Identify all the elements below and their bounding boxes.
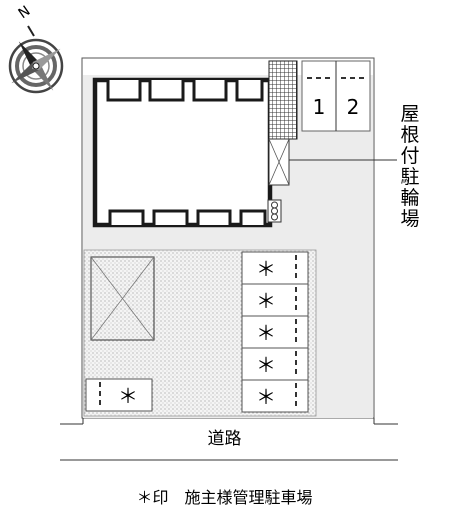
parking-space: ＊ <box>241 379 309 413</box>
parking-mark: ＊ <box>256 353 276 377</box>
parking-mark: ＊ <box>256 385 276 409</box>
bike-parking-roof <box>268 60 298 140</box>
label-char: 駐 <box>400 166 420 188</box>
parking-space: ＊ <box>241 315 309 349</box>
void-area <box>90 256 155 341</box>
bike-parking-label: 屋 根 付 駐 輪 場 <box>397 104 423 230</box>
label-char: 屋 <box>400 103 420 125</box>
parking-mark: ＊ <box>118 384 138 408</box>
bike-spaces: 1 2 <box>301 60 371 132</box>
top-balconies <box>106 80 264 102</box>
bottom-balconies <box>108 209 267 225</box>
side-strip <box>83 80 95 250</box>
parking-space: ＊ <box>241 347 309 381</box>
parking-space-left: ＊ <box>85 378 153 412</box>
label-char: 付 <box>400 145 420 167</box>
bike-space-1: 1 <box>313 95 326 119</box>
label-char: 輪 <box>400 187 420 209</box>
label-char: 場 <box>400 208 420 230</box>
parking-space: ＊ <box>241 251 309 285</box>
bike-space-2: 2 <box>347 95 360 119</box>
parking-mark: ＊ <box>256 257 276 281</box>
meter-icon <box>267 199 282 223</box>
compass-icon <box>8 38 64 94</box>
parking-mark: ＊ <box>256 321 276 345</box>
building <box>92 77 273 228</box>
stair-box <box>268 138 290 186</box>
north-label: N <box>16 3 34 22</box>
legend: ＊印 施主様管理駐車場 <box>136 488 313 507</box>
owner-parking-column: ＊ ＊ ＊ ＊ ＊ <box>241 251 309 413</box>
parking-space: ＊ <box>241 283 309 317</box>
road-label: 道路 <box>207 429 242 449</box>
parking-mark: ＊ <box>256 289 276 313</box>
label-char: 根 <box>400 124 420 146</box>
north-arrow-line <box>27 25 35 37</box>
